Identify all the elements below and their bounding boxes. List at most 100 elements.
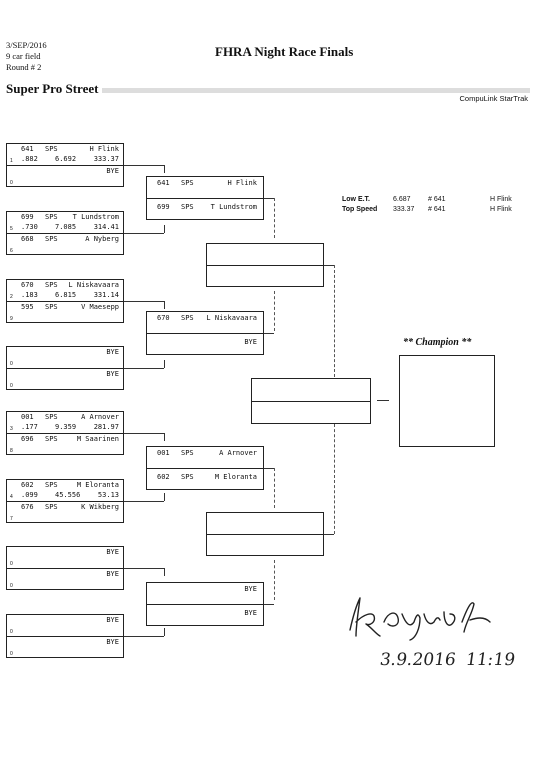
car-class: SPS [45,281,58,289]
reaction-time: .882 [21,155,38,163]
brand-label: CompuLink StarTrak [459,94,529,103]
car-number: 602 [21,481,34,489]
elapsed-time: 6.815 [55,291,77,299]
car-class: SPS [45,145,58,153]
round2-slot-bottom: BYE [147,334,263,356]
car-class: SPS [45,481,58,489]
elapsed-time: 7.085 [55,223,77,231]
header-dotted-rule [102,88,530,93]
bracket-line [124,636,164,637]
lane-number: 0 [10,561,13,567]
lane-number: 0 [10,383,13,389]
car-class: SPS [45,303,58,311]
lane-number: 6 [10,248,13,254]
lane-number: 0 [10,361,13,367]
champion-box [399,355,495,447]
elapsed-time: 45.556 [55,491,81,499]
field-size: 9 car field [6,51,41,61]
page-title: FHRA Night Race Finals [215,44,354,59]
elapsed-time: 6.692 [55,155,77,163]
car-number: 001 [21,413,34,421]
bracket-dashed-line [274,468,275,508]
car-number: 641 [21,145,34,153]
lane-number: 0 [10,629,13,635]
bracket-dashed-line [274,560,275,600]
car-class: SPS [45,213,58,221]
round1-slot-bottom: 676 SPS K Wikberg 7 [7,502,123,524]
speed-mph: 53.13 [97,491,119,499]
top-speed-car: # 641 [428,206,446,213]
bracket-line [264,468,274,469]
semifinal-box-1 [206,243,324,287]
car-number: 696 [21,435,34,443]
car-class: SPS [45,235,58,243]
bracket-dashed-line [334,424,335,534]
class-name: Super Pro Street [6,81,99,96]
car-class: SPS [45,503,58,511]
bracket-line [124,568,164,569]
handwritten-signature [349,597,491,641]
driver-name: T Lundstrom [72,213,119,221]
round1-slot-top: BYE 0 [7,347,123,369]
round-number: Round # 2 [6,62,42,72]
car-number: 595 [21,303,34,311]
driver-name: BYE [244,338,257,346]
driver-name: K Wikberg [81,503,119,511]
driver-name: H Flink [227,179,257,187]
bracket-line [164,433,165,441]
bracket-line [164,301,165,309]
round2-slot-top: BYE [147,583,263,605]
car-number: 670 [157,314,170,322]
bracket-line [324,265,334,266]
reaction-time: .183 [21,291,38,299]
bracket-line [164,225,165,233]
driver-name: L Niskavaara [206,314,257,322]
driver-name: H Flink [89,145,119,153]
car-number: 001 [157,449,170,457]
driver-name: BYE [106,167,119,175]
speed-mph: 331.14 [93,291,119,299]
driver-name: M Eloranta [76,481,119,489]
driver-name: M Saarinen [76,435,119,443]
bracket-line [164,165,165,173]
semifinal-box-2 [206,512,324,556]
signature-date: 3.9.2016 [378,650,458,670]
low-et-label: Low E.T. [342,196,370,203]
lane-number: 7 [10,516,13,522]
lane-number: 0 [10,583,13,589]
bracket-line [264,604,274,605]
reaction-time: .099 [21,491,38,499]
final-box [251,378,371,424]
bracket-line [124,301,164,302]
low-et-value: 6.687 [393,196,411,203]
low-et-name: H Flink [490,196,512,203]
driver-name: L Niskavaara [68,281,119,289]
driver-name: BYE [106,348,119,356]
lane-number: 5 [10,226,13,232]
car-class: SPS [181,203,194,211]
final-to-champion-line [377,400,389,401]
bracket-line [264,333,274,334]
lane-number: 2 [10,294,13,300]
car-number: 676 [21,503,34,511]
